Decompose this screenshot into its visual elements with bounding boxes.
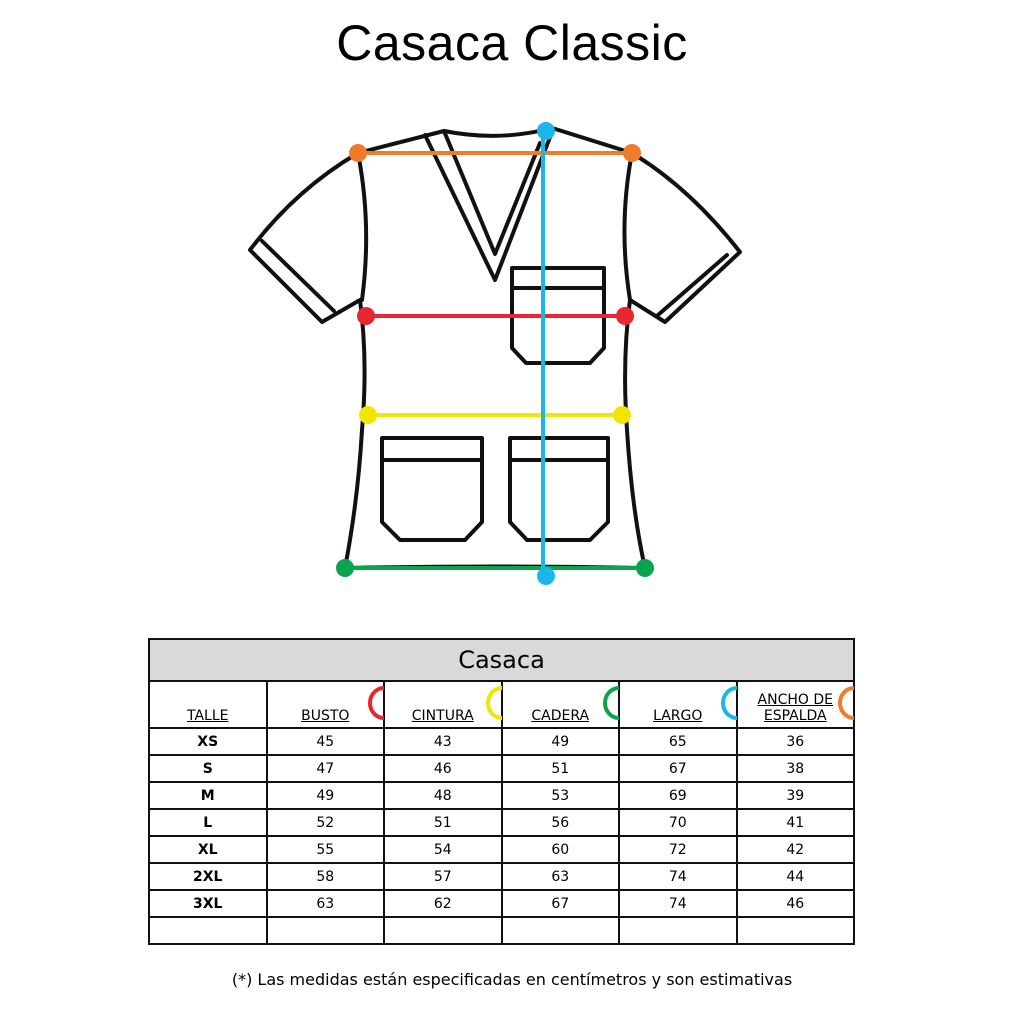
cintura-cell: 43 xyxy=(383,727,503,756)
table-row: 3XL 63 62 67 74 46 xyxy=(148,889,855,918)
cadera-cell: 51 xyxy=(500,754,620,783)
table-row-empty xyxy=(148,916,855,945)
length-dot-bottom xyxy=(537,567,555,585)
cintura-cell: 54 xyxy=(383,835,503,864)
length-arc-icon xyxy=(720,686,737,720)
cintura-cell: 51 xyxy=(383,808,503,837)
table-row: S 47 46 51 67 38 xyxy=(148,754,855,783)
table-row: M 49 48 53 69 39 xyxy=(148,781,855,810)
largo-cell: 74 xyxy=(618,862,738,891)
header-cadera: CADERA xyxy=(500,680,620,729)
cintura-cell: 48 xyxy=(383,781,503,810)
footnote: (*) Las medidas están especificadas en c… xyxy=(231,970,793,989)
header-espalda-line2: ESPALDA xyxy=(763,708,827,724)
table-header-row: TALLE BUSTO CINTURA CADERA LARGO xyxy=(148,680,855,729)
size-cell: L xyxy=(148,808,268,837)
hip-arc-icon xyxy=(603,686,620,720)
cintura-cell: 46 xyxy=(383,754,503,783)
espalda-cell: 38 xyxy=(735,754,855,783)
cadera-cell: 56 xyxy=(500,808,620,837)
table-row: 2XL 58 57 63 74 44 xyxy=(148,862,855,891)
bust-arc-icon xyxy=(368,686,385,720)
busto-cell: 52 xyxy=(265,808,385,837)
espalda-cell: 42 xyxy=(735,835,855,864)
size-cell: 2XL xyxy=(148,862,268,891)
largo-cell: 70 xyxy=(618,808,738,837)
espalda-cell: 41 xyxy=(735,808,855,837)
header-busto: BUSTO xyxy=(265,680,385,729)
header-largo-label: LARGO xyxy=(653,708,703,724)
header-cadera-label: CADERA xyxy=(531,708,590,724)
largo-cell: 65 xyxy=(618,727,738,756)
busto-cell: 55 xyxy=(265,835,385,864)
busto-cell: 45 xyxy=(265,727,385,756)
waist-dot-left xyxy=(359,406,377,424)
espalda-cell: 46 xyxy=(735,889,855,918)
header-talle: TALLE xyxy=(148,680,268,729)
largo-cell: 72 xyxy=(618,835,738,864)
espalda-cell: 39 xyxy=(735,781,855,810)
busto-cell: 49 xyxy=(265,781,385,810)
size-cell: XS xyxy=(148,727,268,756)
back-width-dot-right xyxy=(623,144,641,162)
back-width-dot-left xyxy=(349,144,367,162)
garment-outline xyxy=(248,126,742,570)
header-largo: LARGO xyxy=(618,680,738,729)
header-busto-label: BUSTO xyxy=(301,708,350,724)
size-cell: XL xyxy=(148,835,268,864)
table-title: Casaca xyxy=(148,638,855,682)
size-chart-table: Casaca TALLE BUSTO CINTURA CADERA L xyxy=(148,638,855,945)
espalda-cell: 36 xyxy=(735,727,855,756)
header-talle-label: TALLE xyxy=(187,708,229,724)
size-cell: S xyxy=(148,754,268,783)
cadera-cell: 63 xyxy=(500,862,620,891)
cadera-cell: 49 xyxy=(500,727,620,756)
header-cintura: CINTURA xyxy=(383,680,503,729)
cintura-cell: 57 xyxy=(383,862,503,891)
waist-arc-icon xyxy=(485,686,502,720)
scrub-top-diagram xyxy=(248,122,742,585)
waist-dot-right xyxy=(613,406,631,424)
table-row: L 52 51 56 70 41 xyxy=(148,808,855,837)
length-dot-top xyxy=(537,122,555,140)
size-cell: 3XL xyxy=(148,889,268,918)
bust-dot-left xyxy=(357,307,375,325)
header-espalda: ANCHO DE ESPALDA xyxy=(735,680,855,729)
largo-cell: 69 xyxy=(618,781,738,810)
busto-cell: 58 xyxy=(265,862,385,891)
table-row: XS 45 43 49 65 36 xyxy=(148,727,855,756)
header-cintura-label: CINTURA xyxy=(411,708,474,724)
cadera-cell: 60 xyxy=(500,835,620,864)
page-title: Casaca Classic xyxy=(336,15,688,71)
hip-dot-left xyxy=(336,559,354,577)
cadera-cell: 53 xyxy=(500,781,620,810)
largo-cell: 74 xyxy=(618,889,738,918)
bust-dot-right xyxy=(616,307,634,325)
size-cell: M xyxy=(148,781,268,810)
back-width-arc-icon xyxy=(838,686,855,720)
espalda-cell: 44 xyxy=(735,862,855,891)
busto-cell: 63 xyxy=(265,889,385,918)
header-espalda-line1: ANCHO DE xyxy=(757,692,833,708)
hip-dot-right xyxy=(636,559,654,577)
cadera-cell: 67 xyxy=(500,889,620,918)
largo-cell: 67 xyxy=(618,754,738,783)
cintura-cell: 62 xyxy=(383,889,503,918)
table-row: XL 55 54 60 72 42 xyxy=(148,835,855,864)
busto-cell: 47 xyxy=(265,754,385,783)
